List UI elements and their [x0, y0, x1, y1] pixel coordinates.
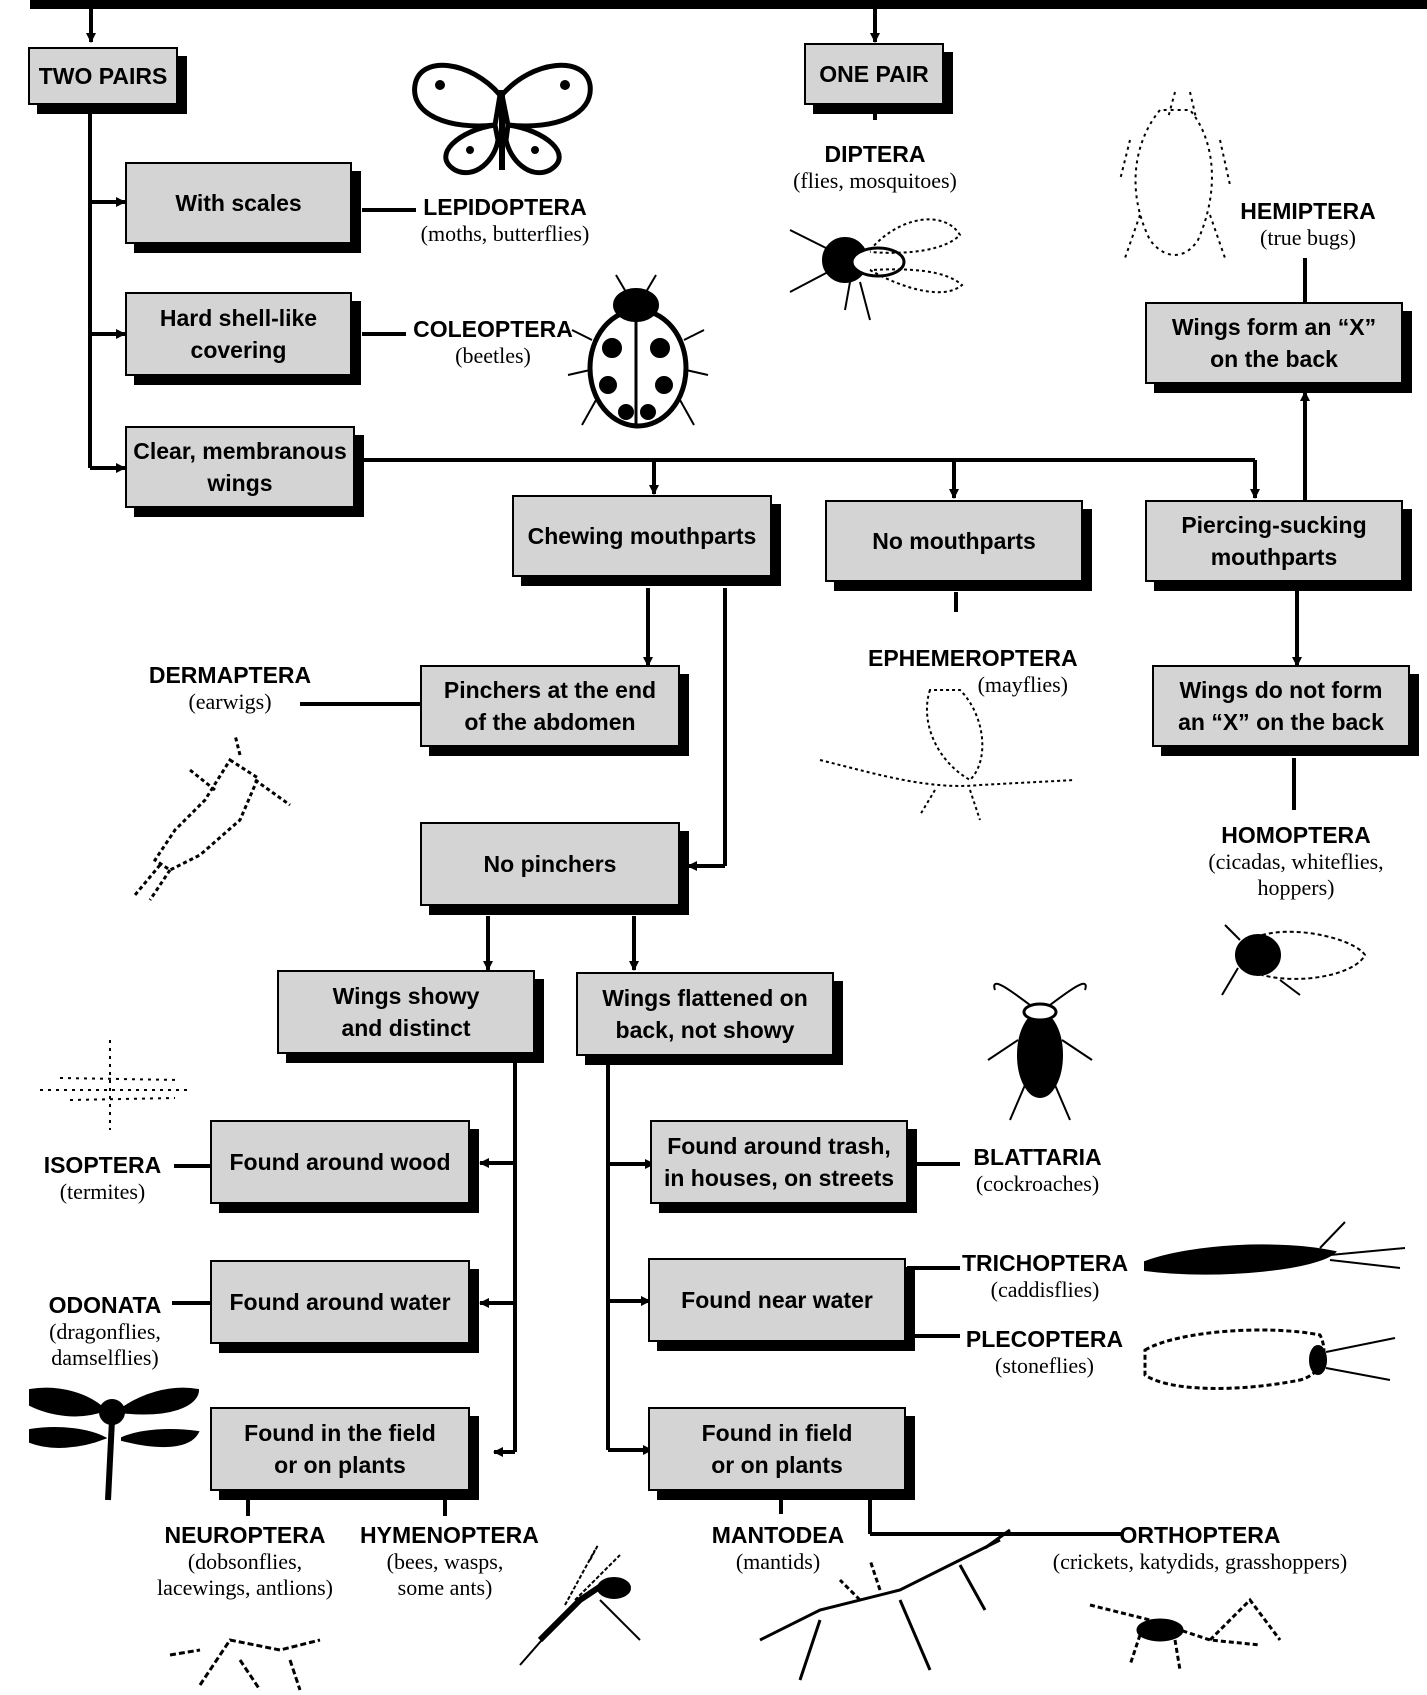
order-name: BLATTARIA — [973, 1144, 1102, 1170]
isoptera-label: ISOPTERA (termites) — [40, 1152, 165, 1205]
common-name: (dragonflies, damselflies) — [49, 1319, 161, 1370]
stonefly-illustration — [1143, 1328, 1396, 1390]
found-around-wood-box: Found around wood — [210, 1120, 470, 1204]
hemiptera-label: HEMIPTERA (true bugs) — [1228, 198, 1388, 251]
grasshopper-illustration — [1089, 1597, 1282, 1671]
true-bug-illustration — [1119, 91, 1231, 259]
ephemeroptera-label: EPHEMEROPTERA (mayflies) — [868, 645, 1078, 698]
common-name: (stoneflies) — [995, 1353, 1094, 1378]
order-name: EPHEMEROPTERA — [868, 645, 1078, 671]
common-name: (earwigs) — [188, 689, 272, 714]
common-name: (termites) — [59, 1179, 146, 1204]
common-name: (crickets, katydids, grasshoppers) — [1052, 1549, 1348, 1574]
order-name: DERMAPTERA — [148, 662, 312, 688]
neuroptera-label: NEUROPTERA (dobsonflies, lacewings, antl… — [140, 1522, 350, 1601]
common-name: (cockroaches) — [975, 1171, 1100, 1196]
homoptera-label: HOMOPTERA (cicadas, whiteflies, hoppers) — [1186, 822, 1406, 901]
lacewing-illustration — [169, 1638, 321, 1691]
earwig-illustration — [133, 734, 291, 901]
order-name: ISOPTERA — [43, 1152, 162, 1178]
piercing-sucking-box: Piercing-sucking mouthparts — [1145, 500, 1403, 582]
order-name: NEUROPTERA — [164, 1522, 326, 1548]
common-name: (flies, mosquitoes) — [793, 168, 957, 193]
orthoptera-label: ORTHOPTERA (crickets, katydids, grasshop… — [1030, 1522, 1370, 1575]
two-pairs-box: TWO PAIRS — [28, 47, 178, 105]
order-name: COLEOPTERA — [413, 316, 573, 342]
trichoptera-label: TRICHOPTERA (caddisflies) — [960, 1250, 1130, 1303]
caddisfly-illustration — [1144, 1221, 1406, 1275]
order-name: PLECOPTERA — [965, 1326, 1124, 1352]
wings-flattened-box: Wings flattened on back, not showy — [576, 972, 834, 1056]
found-near-water-box: Found near water — [648, 1258, 906, 1342]
mantodea-label: MANTODEA (mantids) — [708, 1522, 848, 1575]
order-name: ODONATA — [48, 1292, 162, 1318]
found-trash-box: Found around trash, in houses, on street… — [650, 1120, 908, 1204]
order-name: HEMIPTERA — [1240, 198, 1376, 224]
wings-showy-box: Wings showy and distinct — [277, 970, 535, 1054]
common-name: (moths, butterflies) — [420, 221, 590, 246]
clear-membranous-box: Clear, membranous wings — [125, 426, 355, 508]
wasp-illustration — [519, 1544, 641, 1666]
one-pair-box: ONE PAIR — [804, 43, 944, 105]
with-scales-box: With scales — [125, 162, 352, 244]
odonata-label: ODONATA (dragonflies, damselflies) — [35, 1292, 175, 1371]
cicada-illustration — [1221, 924, 1367, 996]
hard-shell-box: Hard shell-like covering — [125, 292, 352, 376]
order-name: TRICHOPTERA — [961, 1250, 1129, 1276]
common-name: (cicadas, whiteflies, hoppers) — [1208, 849, 1384, 900]
order-name: LEPIDOPTERA — [423, 194, 587, 220]
cockroach-illustration — [987, 982, 1093, 1121]
no-pinchers-box: No pinchers — [420, 822, 680, 906]
common-name: (caddisflies) — [990, 1277, 1100, 1302]
common-name: (mantids) — [735, 1549, 821, 1574]
fly-illustration — [789, 218, 964, 321]
mayfly-illustration — [819, 689, 1076, 821]
lepidoptera-label: LEPIDOPTERA (moths, butterflies) — [365, 194, 645, 247]
order-name: MANTODEA — [711, 1522, 845, 1548]
order-name: ORTHOPTERA — [1119, 1522, 1281, 1548]
mantid-illustration — [759, 1528, 1011, 1681]
butterfly-illustration — [412, 62, 593, 176]
order-name: HYMENOPTERA — [360, 1522, 539, 1548]
termite-illustration — [40, 1040, 190, 1130]
common-name: (beetles) — [455, 343, 531, 368]
common-name: (mayflies) — [977, 672, 1068, 697]
dermaptera-label: DERMAPTERA (earwigs) — [140, 662, 320, 715]
blattaria-label: BLATTARIA (cockroaches) — [955, 1144, 1120, 1197]
order-name: DIPTERA — [824, 141, 926, 167]
found-field-right-box: Found in field or on plants — [648, 1407, 906, 1491]
chewing-mouthparts-box: Chewing mouthparts — [512, 495, 772, 577]
no-mouthparts-box: No mouthparts — [825, 500, 1083, 582]
plecoptera-label: PLECOPTERA (stoneflies) — [962, 1326, 1127, 1379]
common-name: (true bugs) — [1260, 225, 1356, 250]
wings-no-x-box: Wings do not form an “X” on the back — [1152, 665, 1410, 747]
diptera-label: DIPTERA (flies, mosquitoes) — [770, 141, 980, 194]
dragonfly-illustration — [29, 1387, 200, 1501]
common-name: (dobsonflies, lacewings, antlions) — [157, 1549, 333, 1600]
coleoptera-label: COLEOPTERA (beetles) — [403, 316, 583, 369]
wings-x-box: Wings form an “X” on the back — [1145, 302, 1403, 384]
common-name: (bees, wasps, some ants) — [386, 1549, 504, 1600]
hymenoptera-label: HYMENOPTERA (bees, wasps, some ants) — [360, 1522, 539, 1601]
found-field-left-box: Found in the field or on plants — [210, 1407, 470, 1491]
order-name: HOMOPTERA — [1221, 822, 1371, 848]
found-around-water-box: Found around water — [210, 1260, 470, 1344]
beetle-illustration — [567, 274, 709, 429]
pinchers-box: Pinchers at the end of the abdomen — [420, 665, 680, 747]
